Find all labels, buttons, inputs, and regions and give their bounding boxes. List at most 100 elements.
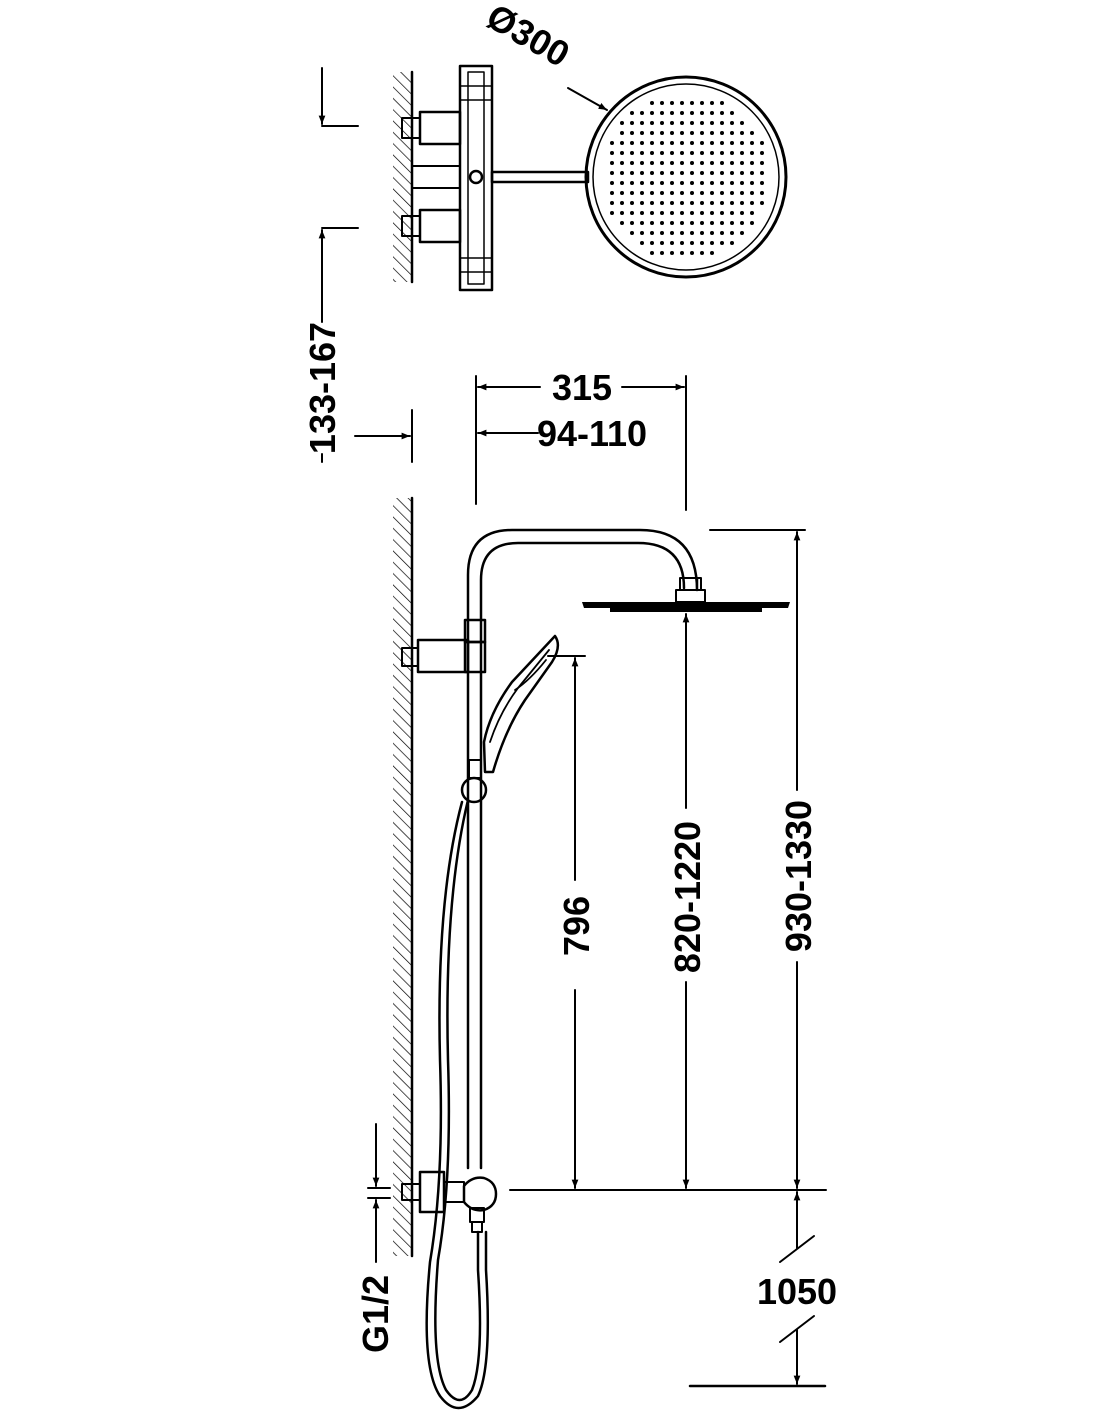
nozzle-dot [710, 141, 714, 145]
nozzle-dot [730, 241, 734, 245]
nozzle-dot [620, 131, 624, 135]
nozzle-dot [760, 181, 764, 185]
nozzle-dot [720, 151, 724, 155]
nozzle-dot [620, 161, 624, 165]
nozzle-dot [730, 191, 734, 195]
nozzle-dot [620, 191, 624, 195]
nozzle-dot [730, 181, 734, 185]
nozzle-dot [640, 181, 644, 185]
nozzle-dot [740, 121, 744, 125]
nozzle-dot [630, 221, 634, 225]
nozzle-dot [700, 161, 704, 165]
nozzle-dot [690, 221, 694, 225]
nozzle-dot [650, 151, 654, 155]
overhead-shower-head-side [582, 577, 790, 612]
nozzle-dot [650, 241, 654, 245]
nozzle-dot [690, 191, 694, 195]
nozzle-dot [700, 151, 704, 155]
nozzle-dot [710, 101, 714, 105]
nozzle-dot [610, 181, 614, 185]
nozzle-dot [710, 161, 714, 165]
nozzle-dot [700, 211, 704, 215]
nozzle-dot [710, 251, 714, 255]
nozzle-dot [720, 161, 724, 165]
side-view: 315 94-110 796 820-1220 930-1330 1050 G1… [354, 367, 837, 1410]
nozzle-dot [670, 241, 674, 245]
nozzle-dot [710, 221, 714, 225]
nozzle-dot [720, 231, 724, 235]
dim-arm-projection: 315 [552, 367, 612, 408]
nozzle-dot [750, 151, 754, 155]
nozzle-dot [640, 191, 644, 195]
nozzle-dot [670, 221, 674, 225]
nozzle-dot [690, 231, 694, 235]
nozzle-dot [730, 231, 734, 235]
dim-total-height-range: 930-1330 [778, 800, 819, 952]
nozzle-dot [640, 161, 644, 165]
top-view: 133-167 Ø300 [302, 0, 788, 463]
nozzle-dot [640, 141, 644, 145]
nozzle-dot [710, 211, 714, 215]
nozzle-dot [730, 131, 734, 135]
nozzle-dot [690, 251, 694, 255]
nozzle-dot [660, 131, 664, 135]
nozzle-dot [630, 161, 634, 165]
nozzle-dot [670, 121, 674, 125]
nozzle-dot [630, 211, 634, 215]
nozzle-dot [690, 131, 694, 135]
nozzle-dot [660, 101, 664, 105]
nozzle-dot [670, 111, 674, 115]
nozzle-dot [610, 191, 614, 195]
nozzle-dot [680, 231, 684, 235]
nozzle-dot [740, 141, 744, 145]
lower-connection-elbow [401, 1170, 498, 1233]
dim-wall-depth: 133-167 [302, 322, 343, 454]
nozzle-dot [620, 181, 624, 185]
nozzle-dot [660, 161, 664, 165]
nozzle-dot [670, 151, 674, 155]
nozzle-dot [690, 101, 694, 105]
nozzle-dot [620, 141, 624, 145]
nozzle-dot [750, 181, 754, 185]
nozzle-dot [680, 131, 684, 135]
nozzle-dot [680, 241, 684, 245]
nozzle-dot [720, 171, 724, 175]
nozzle-dot [720, 141, 724, 145]
nozzle-dot [630, 171, 634, 175]
nozzle-dot [660, 181, 664, 185]
nozzle-dot [620, 121, 624, 125]
nozzle-dot [670, 131, 674, 135]
nozzle-dot [650, 141, 654, 145]
nozzle-dot [650, 111, 654, 115]
wall-hatch-side [393, 498, 412, 1256]
nozzle-dot [710, 131, 714, 135]
nozzle-dot [610, 171, 614, 175]
nozzle-dot [720, 181, 724, 185]
nozzle-dot [710, 191, 714, 195]
nozzle-dot [650, 131, 654, 135]
nozzle-dot [690, 141, 694, 145]
nozzle-dot [630, 151, 634, 155]
nozzle-dot [680, 141, 684, 145]
nozzle-dot [730, 111, 734, 115]
nozzle-dot [660, 241, 664, 245]
nozzle-dot [640, 121, 644, 125]
nozzle-dot [650, 101, 654, 105]
nozzle-dot [710, 241, 714, 245]
nozzle-dot [680, 151, 684, 155]
nozzle-dot [670, 171, 674, 175]
nozzle-dot [750, 191, 754, 195]
nozzle-dot [760, 151, 764, 155]
nozzle-dot [720, 211, 724, 215]
nozzle-dot [700, 221, 704, 225]
nozzle-dot [660, 111, 664, 115]
nozzle-dot [670, 201, 674, 205]
thermostatic-valve-top [401, 64, 494, 292]
nozzle-dot [660, 121, 664, 125]
nozzle-dot [680, 161, 684, 165]
nozzle-dot [640, 131, 644, 135]
nozzle-dot [630, 201, 634, 205]
nozzle-dot [620, 171, 624, 175]
nozzle-dot [650, 231, 654, 235]
nozzle-dot [680, 121, 684, 125]
